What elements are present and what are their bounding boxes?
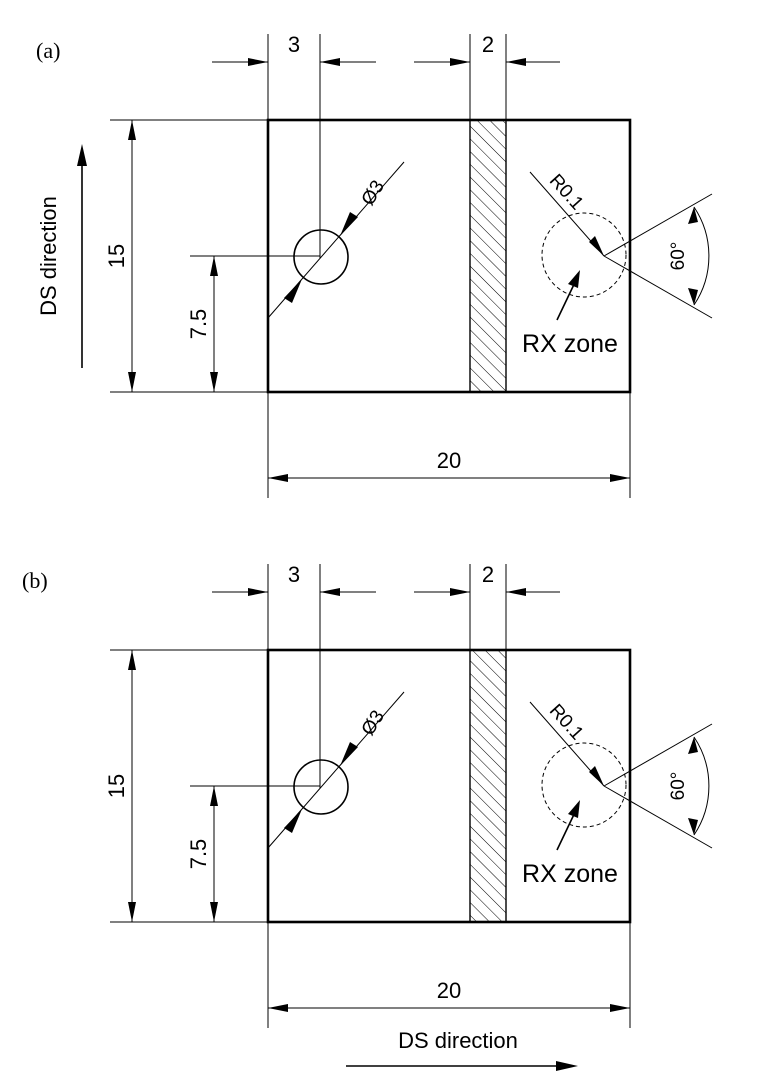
panel-a-dim-width: 20 [437, 448, 461, 473]
panel-a-dim-band-width: 2 [482, 32, 494, 57]
panel-a-rx-zone-circle [541, 212, 627, 298]
panel-a-dim-hole-height: 7.5 [186, 309, 211, 340]
panel-b-dim-hole-diameter: Ø3 [358, 707, 389, 740]
panel-a-rx-zone-label: RX zone [522, 330, 618, 358]
panel-b-label: (b) [22, 568, 48, 593]
panel-a-dim-notch-radius: R0.1 [545, 170, 587, 214]
panel-a: (a) 3 2 15 7. [36, 32, 713, 498]
panel-b-dim-band-width: 2 [482, 562, 494, 587]
panel-b: (b) 3 2 15 7. [22, 562, 713, 1071]
panel-b-dim-hole-offset: 3 [288, 562, 300, 587]
panel-b-dim-width: 20 [437, 978, 461, 1003]
panel-b-dim-notch-angle: 60° [668, 772, 689, 801]
panel-b-dim-notch-radius: R0.1 [545, 700, 587, 744]
panel-b-dim-hole-height: 7.5 [186, 839, 211, 870]
panel-b-hole [293, 759, 349, 815]
panel-a-hatched-band [469, 119, 507, 393]
panel-b-dim-height: 15 [104, 774, 129, 798]
panel-a-dim-hole-diameter: Ø3 [358, 177, 389, 210]
panel-b-rx-zone-circle [541, 742, 627, 828]
panel-b-ds-direction-label: DS direction [398, 1028, 518, 1053]
panel-a-dim-hole-offset: 3 [288, 32, 300, 57]
panel-b-hatched-band [469, 649, 507, 923]
panel-a-dim-notch-angle: 60° [668, 242, 689, 271]
panel-b-rx-zone-label: RX zone [522, 860, 618, 888]
panel-a-dim-height: 15 [104, 244, 129, 268]
panel-a-hole [293, 229, 349, 285]
panel-a-ds-direction-label: DS direction [36, 196, 61, 316]
panel-a-label: (a) [36, 38, 60, 63]
